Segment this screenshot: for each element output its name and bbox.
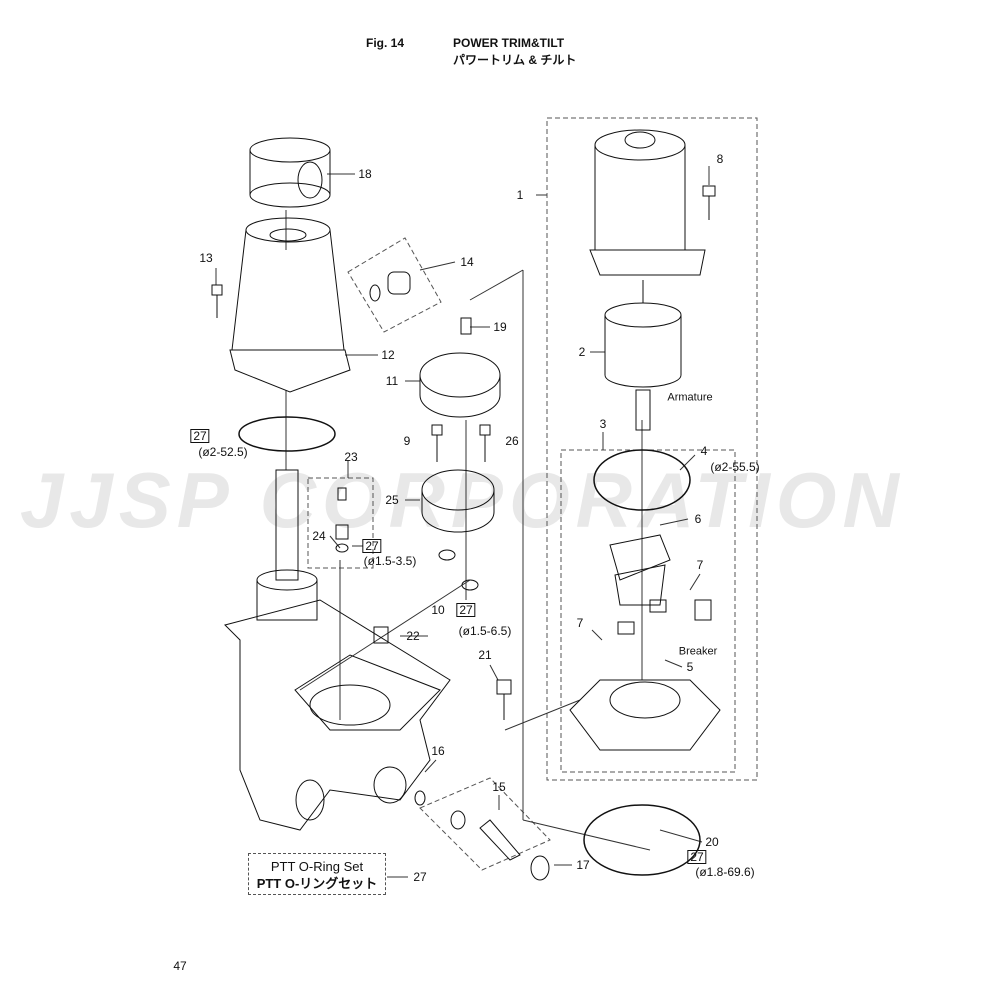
callout-12: 12 [381, 348, 395, 362]
callout-27: 27 [413, 870, 427, 884]
part-25-valve-body [421, 469, 495, 533]
callout-17: 17 [576, 858, 590, 872]
callout-24: 24 [312, 529, 326, 543]
part-13-screw [211, 284, 223, 318]
callout-7: 7 [696, 558, 704, 572]
part-18-cap [249, 137, 331, 208]
callout-5: 5 [686, 660, 694, 674]
callout-27-boxed: 27 [190, 429, 210, 443]
callout-7: 7 [576, 616, 584, 630]
callout-1: 1 [516, 188, 524, 202]
figure-title-en: POWER TRIM&TILT [453, 36, 565, 50]
callout-2: 2 [578, 345, 586, 359]
page-number: 47 [173, 959, 187, 973]
part-20-oring [583, 804, 701, 876]
oring-set-jp: PTT O-リングセット [256, 876, 378, 891]
callout-15: 15 [492, 780, 506, 794]
callout-14: 14 [460, 255, 474, 269]
part-19-pin [460, 317, 472, 335]
main-housing [224, 599, 451, 831]
small-orings-10 [438, 549, 479, 591]
callout-21: 21 [478, 648, 492, 662]
callout-16: 16 [431, 744, 445, 758]
breaker-label: Breaker [678, 645, 718, 658]
oring-size: (ø1.8-69.6) [695, 865, 755, 879]
callout-22: 22 [406, 629, 420, 643]
oring-size: (ø2-55.5) [710, 460, 760, 474]
watermark: JJSP CORPORATION [20, 456, 905, 544]
piston-rod [256, 469, 318, 621]
oring-set-en: PTT O-Ring Set [270, 859, 364, 874]
figure-title-jp: パワートリム & チルト [453, 53, 577, 67]
oring-size: (ø1.5-3.5) [363, 554, 417, 568]
part-11-reservoir [419, 352, 501, 418]
armature-label: Armature [667, 391, 713, 404]
callout-9: 9 [403, 434, 411, 448]
callout-20: 20 [705, 835, 719, 849]
group-boxes [307, 117, 758, 871]
leader-lines [215, 166, 710, 878]
callout-13: 13 [199, 251, 213, 265]
callout-19: 19 [493, 320, 507, 334]
oring-size: (ø1.5-6.5) [458, 624, 512, 638]
part-22-plug [373, 626, 389, 644]
part-15-valve [414, 790, 550, 881]
figure-number: Fig. 14 [366, 36, 405, 50]
callout-27-boxed: 27 [362, 539, 382, 553]
part-1-motor [589, 129, 706, 276]
callout-6: 6 [694, 512, 702, 526]
callout-3: 3 [599, 417, 607, 431]
callout-27-boxed: 27 [687, 850, 707, 864]
callout-18: 18 [358, 167, 372, 181]
part-14-valve [369, 271, 411, 302]
callout-25: 25 [385, 493, 399, 507]
callout-10: 10 [431, 603, 445, 617]
part-21-bolt [496, 679, 512, 720]
oring-size: (ø2-52.5) [198, 445, 248, 459]
part-4-oring [593, 449, 691, 511]
callout-23: 23 [344, 450, 358, 464]
part-24-23 [335, 487, 349, 553]
callout-4: 4 [700, 444, 708, 458]
callout-27-boxed: 27 [456, 603, 476, 617]
screws-9-26 [431, 424, 491, 462]
callout-8: 8 [716, 152, 724, 166]
callout-11: 11 [385, 374, 399, 388]
brush-assembly [609, 534, 712, 635]
part-2-armature [604, 280, 682, 431]
part-27-oring-large [238, 416, 336, 452]
callout-26: 26 [505, 434, 519, 448]
part-8-screw [702, 185, 716, 220]
part-12-cylinder [229, 217, 351, 393]
oring-set-box: PTT O-Ring Set PTT O-リングセット [248, 853, 386, 895]
part-5-end-cover [569, 679, 721, 751]
